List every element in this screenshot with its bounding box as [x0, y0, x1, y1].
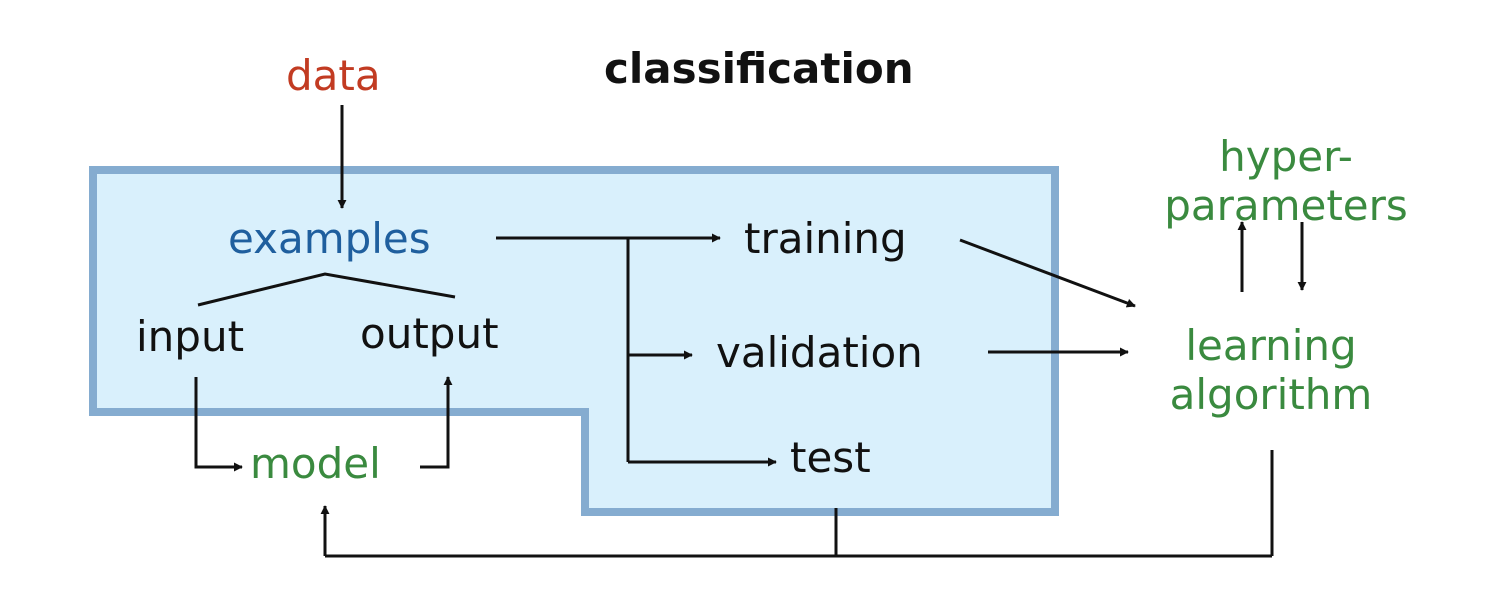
learning-algorithm-line-2: algorithm — [1169, 369, 1373, 419]
node-data: data — [286, 51, 381, 100]
arrow-training-to-learning — [959, 238, 1136, 308]
diagram-title: classification — [604, 44, 914, 93]
node-validation: validation — [716, 328, 923, 377]
hyperparameters-line-1: hyper- — [1219, 132, 1353, 181]
node-test: test — [790, 433, 871, 482]
node-examples: examples — [228, 214, 431, 263]
learning-algorithm-line-1: learning — [1185, 321, 1357, 370]
node-input: input — [136, 312, 245, 361]
split-line-examples — [197, 272, 456, 307]
node-model: model — [250, 439, 381, 488]
examples-region — [89, 166, 1059, 516]
node-learning-algorithm: learning algorithm — [1131, 321, 1411, 419]
node-hyperparameters: hyper- parameters — [1136, 132, 1436, 230]
arrow-model-to-output — [420, 376, 453, 469]
node-training: training — [744, 214, 907, 263]
node-output: output — [360, 309, 499, 358]
arrow-input-to-model — [194, 377, 243, 472]
hyperparameters-line-2: parameters — [1164, 180, 1408, 230]
